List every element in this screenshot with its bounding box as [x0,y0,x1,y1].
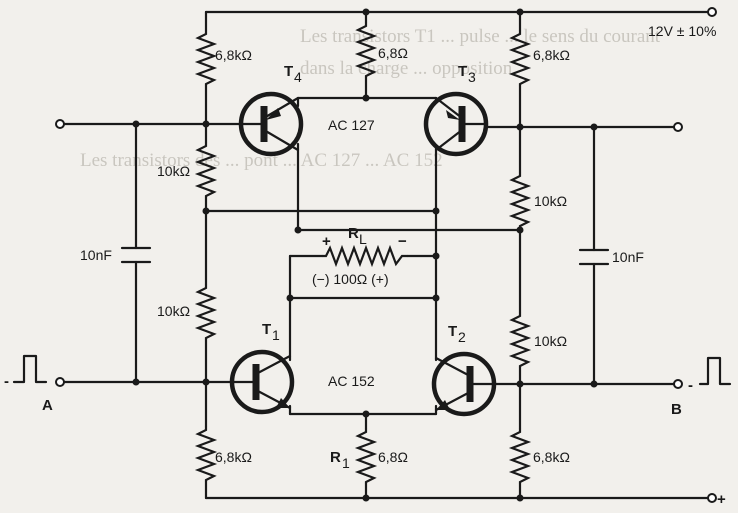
label-sign-a: - [4,373,9,390]
resistor-bottom-left [194,426,218,482]
label-c-left: 10nF [80,247,112,263]
label-r1-sub: 1 [342,455,350,471]
label-r-bottom-left: 6,8kΩ [215,449,252,465]
resistor-top-left [194,30,218,86]
supply-label: 12V ± 10% [648,23,716,39]
label-r-bottom-right: 6,8kΩ [533,449,570,465]
terminal-input-b[interactable] [673,379,683,389]
supply-terminal-bottom[interactable] [707,493,717,503]
label-r-right-lower: 10kΩ [534,333,567,349]
label-load-value: (−) 100Ω (+) [312,271,389,287]
background-line-3: Les transistors des ... pont ... AC 127 … [80,150,443,171]
label-load-sub: L [359,231,367,247]
resistor-left-upper [194,142,218,198]
background-print: Les transistors T1 ... pulse ... le sens… [80,26,661,171]
label-r1-name: R [330,449,341,466]
transistor-t4 [238,91,304,157]
supply-rails [204,7,717,503]
resistor-bottom-mid [354,428,378,484]
label-pnp-type: AC 127 [328,117,375,133]
pulse-symbols [12,354,732,386]
resistor-top-right [508,30,532,86]
pulse-icon-b [698,356,732,386]
transistor-t1 [229,349,295,415]
label-r-top-left: 6,8kΩ [215,47,252,63]
label-r-left-lower: 10kΩ [157,303,190,319]
resistor-load [322,244,408,268]
label-npn-type: AC 152 [328,373,375,389]
label-r-left-upper: 10kΩ [157,163,190,179]
background-line-1: Les transistors T1 ... pulse ... le sens… [300,26,661,47]
resistor-left-lower [194,284,218,340]
supply-plus: + [717,491,726,508]
label-r-right-upper: 10kΩ [534,193,567,209]
resistor-bottom-right [508,428,532,484]
label-load-minus: − [398,233,407,250]
label-t4-name: T [284,63,293,80]
terminals [55,119,683,389]
terminal-left-upper[interactable] [55,119,65,129]
capacitor-symbols [120,246,610,266]
label-c-right: 10nF [612,249,644,265]
resistor-top-mid [354,22,378,78]
terminal-right-upper[interactable] [673,122,683,132]
label-t3-sub: 3 [468,69,476,85]
label-t1-sub: 1 [272,327,280,343]
background-line-2: dans la charge ... opposition. [300,58,517,79]
label-t4-sub: 4 [294,69,302,85]
resistor-right-lower [508,312,532,368]
label-input-a: A [42,397,53,414]
resistor-right-upper [508,172,532,228]
label-r-top-mid: 6,8Ω [378,45,408,61]
labels: 12V ± 10% + 6,8kΩ 6,8Ω 6,8kΩ 10kΩ 10kΩ 1… [4,23,726,508]
terminal-input-a[interactable] [55,377,65,387]
supply-terminal-top[interactable] [707,7,717,17]
label-t2-name: T [448,323,457,340]
label-sign-b: - [688,377,693,394]
label-r-top-right: 6,8kΩ [533,47,570,63]
label-t3-name: T [458,63,467,80]
label-input-b: B [671,401,682,418]
label-load-name: R [348,225,359,242]
label-load-plus: + [322,233,331,250]
label-t2-sub: 2 [458,329,466,345]
pulse-icon-a [12,354,48,384]
transistor-t3 [423,91,489,157]
label-t1-name: T [262,321,271,338]
resistor-symbols [194,22,532,484]
label-r-bottom-mid: 6,8Ω [378,449,408,465]
transistor-t2 [431,351,497,417]
junctions [132,8,598,502]
